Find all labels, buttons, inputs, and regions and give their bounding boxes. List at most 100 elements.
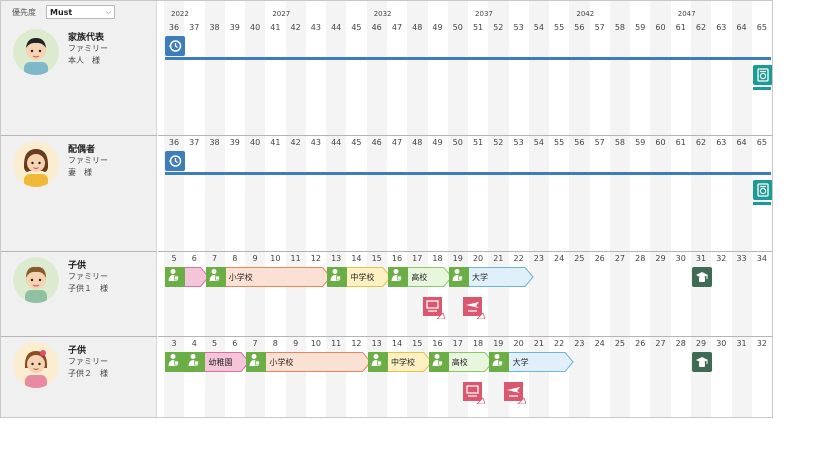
age-label: 46 (371, 138, 382, 147)
age-label: 62 (695, 138, 707, 147)
education-stage[interactable]: 小学校 (205, 267, 333, 287)
graduate-icon[interactable] (692, 352, 713, 372)
age-label: 43 (310, 138, 321, 147)
age-label: 11 (331, 339, 342, 348)
education-stage[interactable]: 高校 (387, 267, 454, 287)
row-separator (1, 135, 157, 136)
member-type: ファミリー (68, 357, 108, 366)
age-label: 4 (191, 339, 197, 348)
education-stage[interactable]: 大学 (448, 267, 535, 287)
chevron-down-icon: ⌵ (105, 7, 111, 16)
age-label: 60 (655, 138, 666, 147)
member-column: 優先度 Must ⌵ 家族代表ファミリー本人 様配偶者ファミリー妻 様子供ファミ… (1, 1, 157, 417)
age-label: 14 (391, 339, 403, 348)
age-label: 17 (412, 254, 423, 263)
member-card[interactable]: 家族代表ファミリー本人 様 (1, 25, 157, 135)
column-stripe (569, 1, 590, 417)
education-stage-label: 小学校 (228, 273, 253, 282)
age-label: 21 (533, 339, 544, 348)
age-label: 28 (635, 254, 646, 263)
age-label: 30 (675, 254, 686, 263)
age-label: 41 (270, 138, 281, 147)
member-card[interactable]: 子供ファミリー子供１ 様 (1, 253, 157, 336)
age-label: 65 (756, 23, 767, 32)
age-label: 49 (432, 138, 443, 147)
age-label: 22 (554, 339, 565, 348)
year-label: 2042 (576, 10, 595, 18)
age-label: 64 (736, 138, 747, 147)
column-stripe (407, 1, 428, 417)
retire-clock-icon[interactable] (165, 36, 185, 56)
pension-icon[interactable] (752, 180, 772, 200)
priority-select[interactable]: Must ⌵ (46, 5, 115, 19)
travel-plane-icon[interactable] (463, 297, 486, 320)
priority-filter: 優先度 Must ⌵ (1, 1, 157, 23)
age-label: 37 (189, 23, 200, 32)
education-stage-label: 大学 (512, 358, 529, 367)
age-label: 6 (191, 254, 197, 263)
age-label: 56 (574, 23, 585, 32)
age-label: 55 (554, 23, 565, 32)
age-label: 51 (472, 138, 484, 147)
age-label: 31 (736, 339, 747, 348)
education-stage[interactable]: 高校 (428, 352, 495, 372)
age-label: 10 (270, 254, 281, 263)
age-label: 29 (655, 254, 666, 263)
age-label: 59 (635, 138, 646, 147)
priority-value: Must (50, 7, 73, 17)
member-type: ファミリー (68, 156, 108, 165)
age-label: 63 (716, 23, 727, 32)
age-label: 21 (493, 254, 504, 263)
column-stripe (326, 1, 347, 417)
year-label: 2022 (171, 10, 189, 18)
education-child-icon (185, 352, 206, 372)
member-card[interactable]: 子供ファミリー子供２ 様 (1, 338, 157, 417)
education-stage[interactable] (165, 267, 211, 287)
member-card[interactable]: 配偶者ファミリー妻 様 (1, 137, 157, 251)
age-label: 28 (675, 339, 686, 348)
age-label: 60 (655, 23, 666, 32)
column-stripe (447, 1, 469, 417)
education-child-icon (165, 267, 185, 287)
travel-plane-icon[interactable] (503, 382, 527, 405)
age-label: 16 (391, 254, 403, 263)
age-label: 5 (211, 339, 218, 348)
age-label: 13 (371, 339, 382, 348)
member-type: ファミリー (68, 44, 108, 53)
age-label: 47 (391, 138, 403, 147)
age-label: 25 (574, 254, 585, 263)
row-separator (1, 251, 157, 252)
column-stripe (285, 1, 306, 417)
education-child-icon (448, 267, 469, 287)
age-label: 15 (371, 254, 382, 263)
age-label: 45 (351, 138, 362, 147)
education-stage[interactable]: 幼稚園 (165, 352, 251, 372)
age-label: 16 (432, 339, 443, 348)
pension-icon[interactable] (752, 65, 772, 85)
education-stage[interactable]: 大学 (489, 352, 575, 372)
age-label: 17 (452, 339, 463, 348)
age-label: 25 (614, 339, 626, 348)
age-label: 52 (493, 138, 504, 147)
school-bag-icon[interactable] (422, 297, 446, 320)
income-timeline-bar (165, 172, 771, 175)
age-label: 53 (513, 138, 524, 147)
age-label: 32 (756, 339, 767, 348)
age-label: 9 (252, 254, 258, 263)
age-label: 19 (493, 339, 504, 348)
boy-avatar (13, 257, 59, 303)
education-stage[interactable]: 中学校 (327, 267, 393, 287)
education-stage[interactable]: 小学校 (246, 352, 373, 372)
graduate-icon[interactable] (692, 267, 713, 287)
education-stage[interactable]: 中学校 (367, 352, 434, 372)
age-label: 47 (391, 23, 403, 32)
age-label: 53 (513, 23, 524, 32)
pension-timeline-bar (752, 202, 771, 205)
lifeplan-timeline-window: 優先度 Must ⌵ 家族代表ファミリー本人 様配偶者ファミリー妻 様子供ファミ… (0, 0, 773, 418)
age-label: 54 (533, 23, 544, 32)
age-label: 63 (716, 138, 727, 147)
retire-clock-icon[interactable] (165, 151, 185, 171)
school-bag-icon[interactable] (463, 382, 486, 405)
member-name: 配偶者 (68, 145, 96, 155)
member-name: 子供 (68, 346, 87, 356)
